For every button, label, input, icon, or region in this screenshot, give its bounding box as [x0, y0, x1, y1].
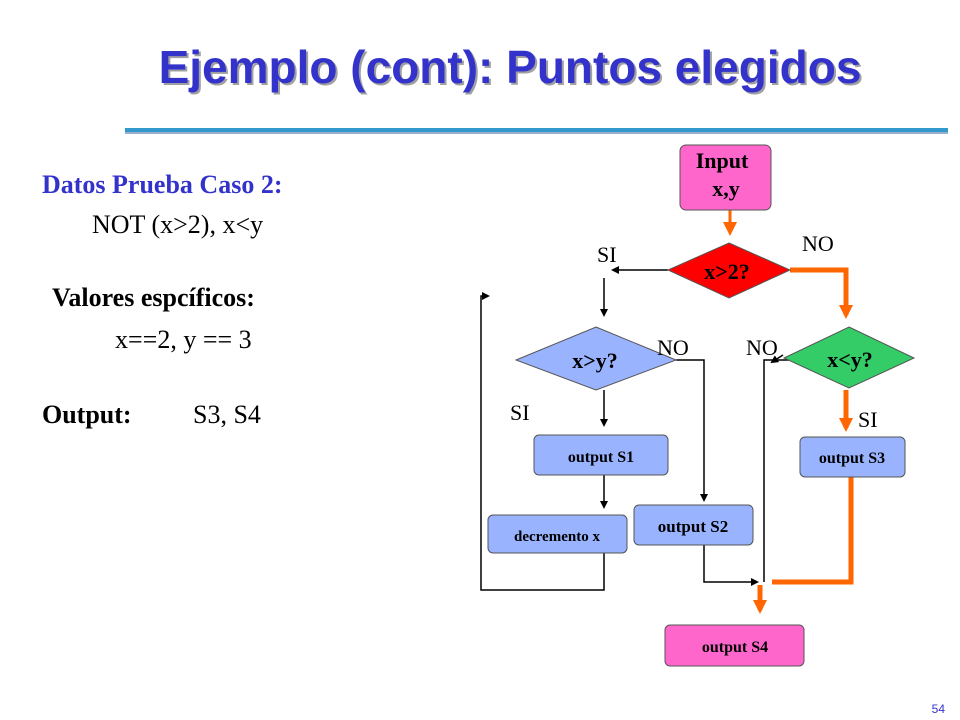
decision-x-gt-y: x>y?	[514, 326, 678, 391]
case-condition: NOT (x>2), x<y	[92, 210, 264, 239]
output-s1-label: output S1	[568, 449, 634, 466]
output-s2-label: output S2	[658, 517, 728, 536]
decision-x-gt-2-label: x>2?	[704, 259, 750, 284]
label-no-d1: NO	[802, 231, 834, 256]
decremento-box: decremento x	[487, 514, 628, 554]
title-underline	[125, 128, 948, 132]
label-no-d2: NO	[657, 335, 689, 360]
input-line1: Input	[696, 148, 749, 173]
output-value: S3, S4	[193, 400, 261, 429]
slide-title: Ejemplo (cont): Puntos elegidos	[158, 41, 862, 93]
case-title: Datos Prueba Caso 2:	[42, 170, 283, 199]
values-title: Valores espcíficos:	[52, 283, 255, 312]
decision-x-lt-y-label: x<y?	[827, 347, 873, 372]
output-s2-box: output S2	[633, 504, 754, 546]
input-line2: x,y	[712, 176, 740, 201]
values-text: x==2, y == 3	[115, 325, 252, 354]
output-s4-box: output S4	[664, 624, 805, 667]
decremento-label: decremento x	[514, 529, 600, 545]
input-box: Input x,y	[679, 144, 772, 211]
label-si-d3: SI	[858, 407, 878, 432]
label-no-d3: NO	[746, 335, 778, 360]
label-si-d2: SI	[510, 400, 530, 425]
output-label: Output:	[42, 400, 132, 429]
page-number: 54	[931, 702, 945, 716]
output-s1-box: output S1	[533, 434, 669, 476]
decision-x-lt-y: x<y?	[782, 326, 916, 389]
label-si-d1: SI	[597, 242, 617, 267]
output-s3-label: output S3	[819, 450, 885, 467]
output-s3-box: output S3	[799, 436, 906, 478]
decision-x-gt-y-label: x>y?	[572, 348, 618, 373]
output-s4-label: output S4	[702, 639, 768, 656]
decision-x-gt-2: x>2?	[666, 242, 792, 299]
